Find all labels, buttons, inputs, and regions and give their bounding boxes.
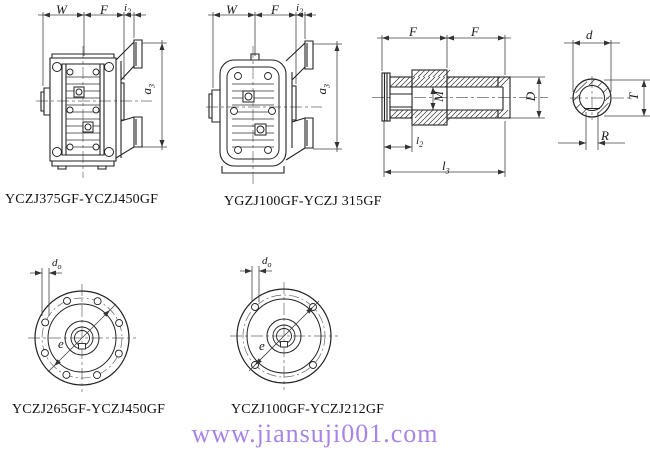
dim-i2-main: i	[124, 2, 128, 14]
dim-l2-sub: 2	[419, 140, 424, 150]
dim-label-t: T	[626, 92, 642, 101]
dim-a3-main: a	[313, 88, 329, 95]
flange-4-hole-linework	[230, 266, 338, 390]
housing-cover	[226, 66, 280, 160]
centerlines	[570, 76, 633, 120]
dim-label-r: R	[601, 128, 609, 143]
flange-8-hole-linework	[28, 268, 136, 392]
flange-circles	[236, 288, 332, 384]
bolt-circle	[242, 294, 326, 378]
dim-label-l2: l2	[416, 136, 423, 149]
hatch-ring	[573, 79, 611, 115]
keyway-slot	[389, 93, 413, 108]
dim-label-l3: l3	[442, 159, 450, 176]
corner-bolts	[52, 62, 114, 157]
dim-label-d-end: d	[586, 27, 593, 42]
caption-flange-4-hole: YCZJ100GF-YCZJ212GF	[231, 402, 385, 417]
hollow-shaft-section-linework	[372, 35, 548, 177]
dim-d0-sub: o	[57, 262, 62, 272]
dim-label-i2-small: i2	[296, 3, 303, 16]
dim-a3-sub: 3	[147, 84, 157, 89]
caption-flange-8-hole: YCZJ265GF-YCZJ450GF	[12, 402, 166, 417]
housing-outline	[208, 40, 314, 174]
dim-label-f-shaft-right: F	[471, 24, 479, 39]
dim-label-f-large: F	[100, 2, 108, 17]
dim-label-m: M	[430, 91, 446, 102]
dim-label-a3-large: a3	[138, 84, 157, 95]
dim-label-d-outer: D	[523, 91, 539, 102]
dim-label-w-small: W	[226, 2, 237, 17]
dim-label-e-8hole: e	[58, 336, 64, 351]
dim-label-e-4hole: e	[259, 338, 265, 353]
dim-label-a3-small: a3	[313, 84, 332, 95]
dim-l3-sub: 3	[445, 166, 450, 176]
housing-body	[219, 59, 287, 167]
watermark-text: www.jiansuji001.com	[191, 419, 439, 448]
hatch-top-wall	[389, 76, 511, 88]
housing-outline	[40, 39, 143, 170]
outer-circle	[572, 78, 612, 118]
centerlines	[206, 46, 322, 184]
dim-label-i2-large: i2	[124, 3, 131, 16]
dim-label-d0-4hole: do	[262, 256, 272, 269]
dim-i2-sub: 2	[127, 7, 132, 17]
dim-i2-main: i	[296, 2, 300, 14]
dim-label-d0-8hole: do	[52, 258, 62, 271]
dimension-lines	[558, 40, 650, 150]
bore-circle	[579, 85, 605, 111]
oil-plugs	[242, 90, 267, 136]
dim-d0-main: d	[262, 255, 268, 267]
oil-plugs	[73, 86, 94, 133]
dimension-lines	[208, 12, 342, 152]
hatch-collar-top	[412, 69, 451, 78]
hatch-bottom-wall	[389, 109, 509, 119]
caption-gearbox-side-large: YCZJ375GF-YCZJ450GF	[5, 192, 159, 207]
cover-screws	[66, 68, 100, 151]
dimension-lines	[38, 12, 167, 150]
dim-label-f-small: F	[271, 2, 279, 17]
dimension-arrows	[213, 12, 340, 149]
cover-screws	[230, 72, 276, 154]
dim-d0-sub: o	[267, 260, 272, 270]
dim-label-w-large: W	[56, 2, 67, 17]
bolt-circle	[41, 297, 123, 379]
dim-l2-main: l	[416, 135, 420, 147]
gearbox-side-small-linework	[206, 12, 342, 184]
dim-d0-main: d	[52, 257, 58, 269]
gearbox-side-large-linework	[36, 12, 167, 178]
hatch-collar-bottom	[412, 117, 451, 126]
shaft-end-view-linework	[558, 40, 650, 150]
bolt-holes	[40, 296, 124, 380]
dim-a3-main: a	[138, 88, 154, 95]
dim-label-f-shaft-left: F	[409, 24, 417, 39]
dim-l3-main: l	[442, 158, 446, 173]
keyway-notch	[280, 341, 288, 348]
keyway-notch	[78, 343, 86, 350]
dim-a3-sub: 3	[322, 84, 332, 89]
caption-gearbox-side-small: YGZJ100GF-YCZJ 315GF	[224, 194, 382, 209]
dim-i2-sub: 2	[299, 7, 304, 17]
